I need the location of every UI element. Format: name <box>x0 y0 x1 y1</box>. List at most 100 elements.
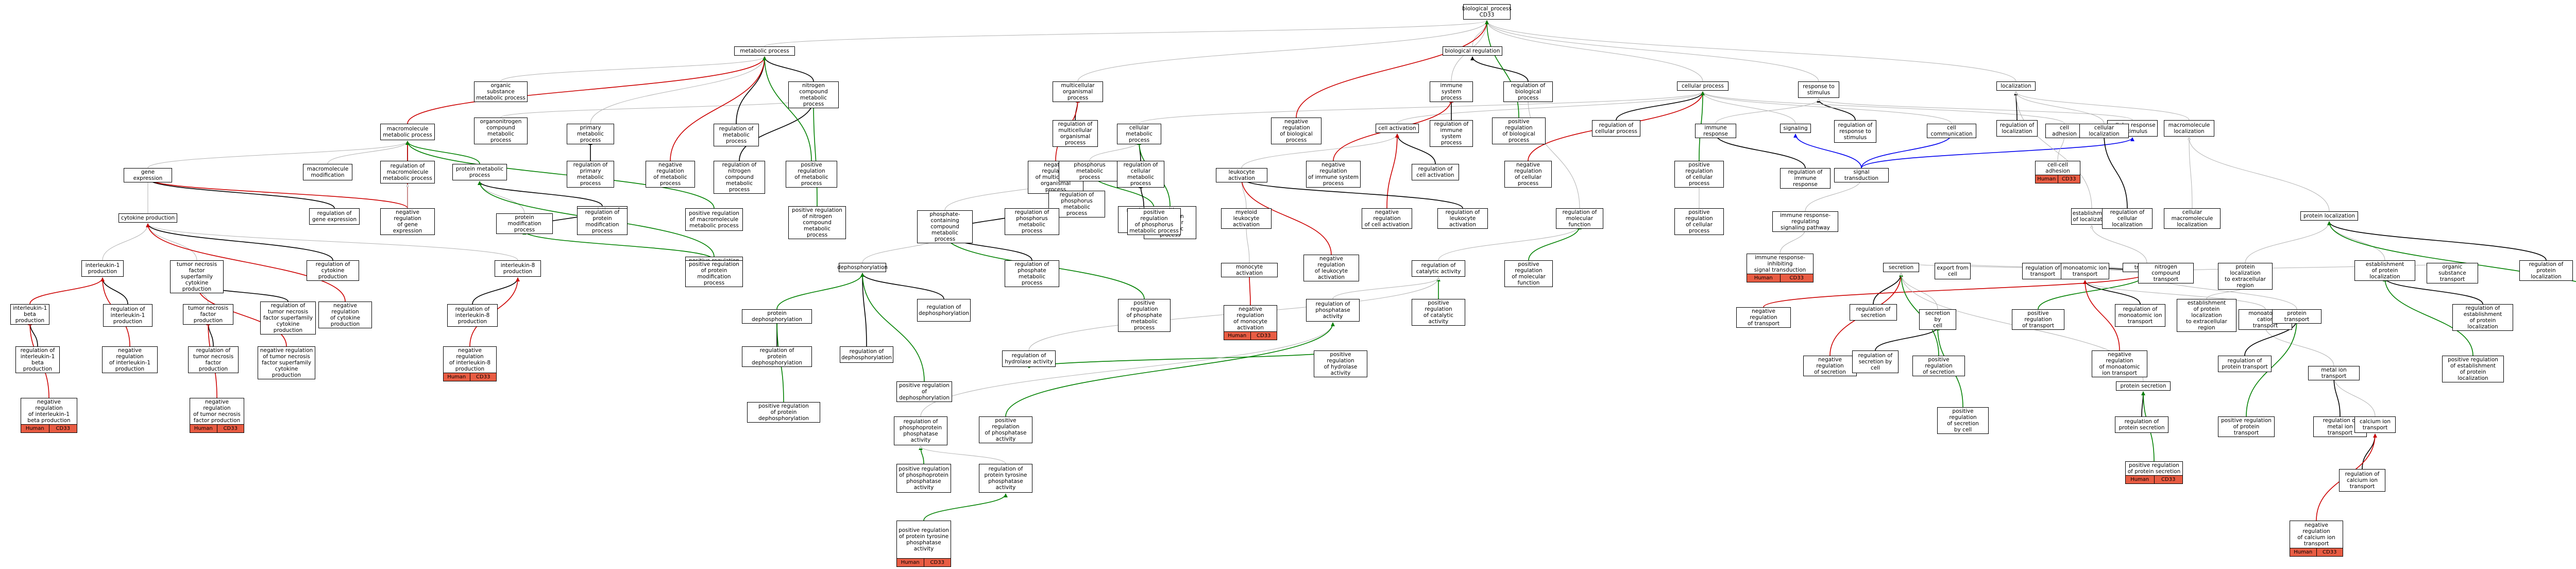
edge-macromol_loc-to-localization <box>2016 92 2190 121</box>
edge-regexp-to-geneexp <box>146 178 335 209</box>
edge-nitrogen-to-metabolic <box>762 56 814 82</box>
go-term-posregestprot: positive regulation of establishment of … <box>2442 356 2504 382</box>
go-term-posregprotmod: positive regulation of protein modificat… <box>685 260 743 287</box>
go-term-regcalcium: regulation of calcium ion transport <box>2339 469 2385 492</box>
edge-calciumtrans-to-metalion <box>2334 376 2376 417</box>
edge-geneexp-to-macrometa <box>147 141 408 169</box>
go-term-negregcalcium: negative regulation of calcium ion trans… <box>2290 521 2343 557</box>
edge-regsecretion-to-secretion <box>1873 273 1903 305</box>
go-term-myeloidact: myeloid leukocyte activation <box>1221 208 1272 229</box>
go-term-organonit: organonitrogen compound metabolic proces… <box>474 118 528 144</box>
edge-negregcellact-to-cellact <box>1386 133 1399 209</box>
go-term-regsecbycell: regulation of secretion by cell <box>1852 350 1899 373</box>
go-term-posregprotdephos: positive regulation of protein dephospho… <box>747 402 820 423</box>
go-term-regprotdephos: regulation of protein dephosphorylation <box>742 346 812 367</box>
go-term-regprotloc: regulation of protein localization <box>2519 260 2573 281</box>
go-term-protmodproc: protein modification process <box>496 213 553 234</box>
go-term-response: response to stimulus <box>1798 81 1839 98</box>
edge-cellmacroloc-to-macromol_loc <box>2189 138 2193 209</box>
edge-signaltrans-to-cellresp <box>1861 137 2134 169</box>
go-term-cellcomm: cell communication <box>1927 124 1976 138</box>
go-term-regnitro: regulation of nitrogen compound metaboli… <box>714 161 765 194</box>
edge-regprottrans-to-proteintrans <box>2244 319 2299 356</box>
edge-celladh-to-cellular <box>1703 92 2065 124</box>
go-term-postrans: positive regulation of transport <box>2012 309 2064 330</box>
edge-multi-to-bp <box>1077 21 1487 82</box>
go-term-negregbio: negative regulation of biological proces… <box>1271 118 1321 144</box>
edge-posreghydrolase-to-reghydrolase <box>1027 350 1341 369</box>
go-term-regimmresp: regulation of immune response <box>1780 168 1831 189</box>
gene-label: CD33 <box>1250 332 1277 340</box>
go-term-posregcatal: positive regulation of catalytic activit… <box>1412 299 1465 326</box>
go-term-posregprotsec: positive regulation of protein secretion… <box>2125 461 2183 484</box>
go-term-celladh: cell adhesion <box>2045 124 2083 138</box>
go-term-regresp: regulation of response to stimulus <box>1834 120 1876 143</box>
go-term-reghydrolase: regulation of hydrolase activity <box>1002 350 1056 367</box>
edge-posregprotmod-to-protmodproc <box>522 230 715 261</box>
edge-regprotmeta-to-proteinmod <box>478 181 603 207</box>
go-term-multi: multicellular organismal process <box>1053 81 1103 102</box>
go-term-celllocal: cellular localization <box>2079 124 2129 138</box>
go-term-regil8: regulation of interleukin-8 production <box>447 304 498 327</box>
edge-posregnitro-to-nitrogen <box>811 98 818 207</box>
edge-negregtrans-to-transport <box>1763 273 2149 308</box>
go-term-cellmeta: cellular metabolic process <box>1117 124 1161 144</box>
edge-posregdephos-to-dephos <box>860 273 925 382</box>
go-term-cytprod: cytokine production <box>118 213 177 223</box>
go-term-label: cell-cell adhesion <box>2045 162 2070 174</box>
go-term-cellact: cell activation <box>1376 124 1419 133</box>
edge-immregsig-to-signaltrans <box>1805 178 1861 212</box>
edge-macrometa-to-metabolic <box>407 56 767 124</box>
go-term-immregsig: immune response-regulating signaling pat… <box>1772 211 1838 232</box>
edge-negregexp-to-geneexp <box>146 178 408 209</box>
go-term-label: negative regulation of calcium ion trans… <box>2297 522 2335 547</box>
edge-establoc-to-localization <box>2016 92 2092 209</box>
go-term-negregil8: negative regulation of interleukin-8 pro… <box>443 346 497 381</box>
go-term-cellmacroloc: cellular macromolecule localization <box>2164 208 2221 229</box>
edge-regdephos-to-dephos <box>860 273 944 299</box>
go-term-regmacromol: regulation of macromolecule metabolic pr… <box>380 161 435 183</box>
go-term-tnfsuper: tumor necrosis factor superfamily cytoki… <box>170 260 224 293</box>
go-term-negregcellact: negative regulation of cell activation <box>1362 208 1412 229</box>
go-term-signaling: signaling <box>1780 124 1811 133</box>
go-term-negregtrans: negative regulation of transport <box>1736 307 1791 328</box>
go-term-regsecretion: regulation of secretion <box>1850 304 1897 321</box>
go-term-posregcell2: positive regulation of cellular process <box>1674 208 1724 235</box>
go-term-label: negative regulation of interleukin-8 pro… <box>449 347 491 372</box>
go-term-protdephos: protein dephosphorylation <box>742 309 812 324</box>
edge-response-to-bp <box>1487 21 1819 82</box>
edge-leukact-to-cellact <box>1241 134 1397 169</box>
edge-cellmeta-to-cellular <box>1139 92 1703 124</box>
go-term-posregbio: positive regulation of biological proces… <box>1492 118 1546 144</box>
go-term-monoact: monocyte activation <box>1221 263 1278 277</box>
go-term-estprotloc: establishment of protein localization <box>2354 260 2415 281</box>
go-term-localization: localization <box>1996 81 2036 91</box>
go-term-negregexp: negative regulation of gene expression <box>380 208 435 235</box>
edge-posregestprot-to-estprotloc <box>2383 277 2473 356</box>
go-term-posregtyrosine: positive regulation of protein tyrosine … <box>896 521 951 567</box>
edge-regestprot-to-estprotloc <box>2383 277 2483 305</box>
go-term-posregphosmeta: positive regulation of phosphate metabol… <box>1118 299 1171 332</box>
edge-il8prod-to-cytprod <box>148 224 518 261</box>
species-label: Human <box>190 425 217 432</box>
go-term-il8prod: interleukin-8 production <box>495 260 541 277</box>
edge-signaling-to-cellular <box>1703 92 1796 124</box>
go-term-tnfprod: tumor necrosis factor production <box>183 304 233 325</box>
go-term-macrometa: macromolecule metabolic process <box>380 124 435 140</box>
go-term-negregmeta: negative regulation of metabolic process <box>646 161 695 188</box>
go-term-regphosphate: regulation of phosphorus metabolic proce… <box>1005 208 1059 235</box>
edge-regnitro-to-nitrogen <box>739 98 816 161</box>
edge-regil1-to-il1prod <box>100 277 128 305</box>
edge-negregmono-to-monoact <box>1247 273 1252 306</box>
edge-posregphosphatase-to-regphoscat <box>1005 322 1335 417</box>
go-term-negregdephos: regulation of dephosphorylation <box>840 346 893 363</box>
species-label: Human <box>2126 476 2154 483</box>
edge-tnfsuper-to-cytprod <box>148 224 197 261</box>
edge-posregmolf-to-regmolfunc <box>1528 225 1582 261</box>
go-term-label: negative regulation of interleukin-1 bet… <box>27 399 71 424</box>
go-term-cellular: cellular process <box>1677 81 1728 91</box>
